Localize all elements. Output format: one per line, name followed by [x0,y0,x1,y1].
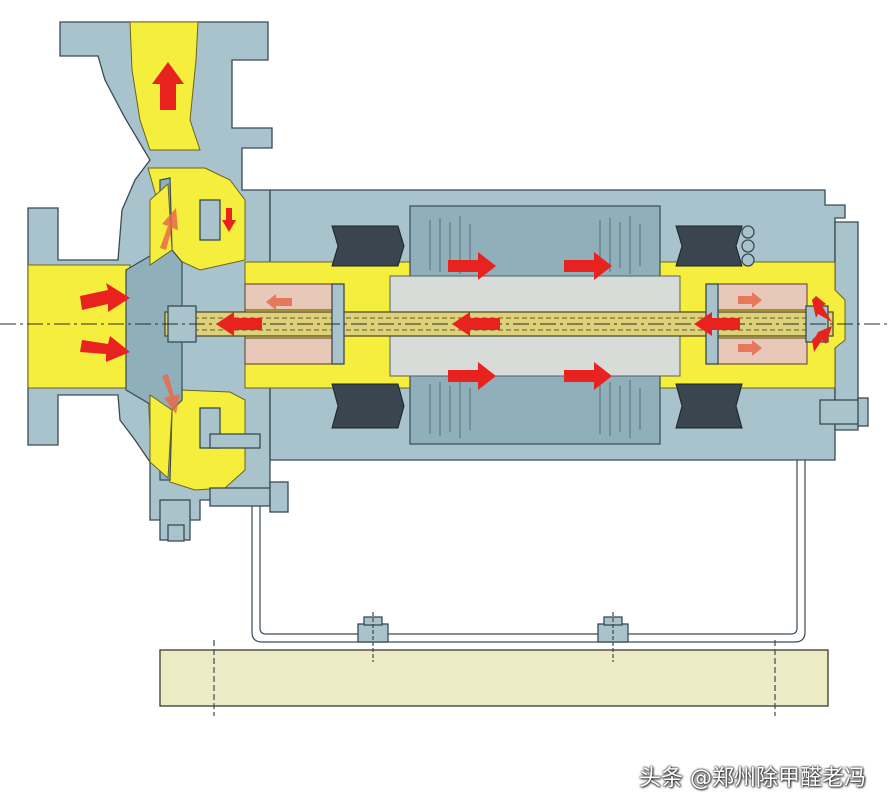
arrow-icon [448,252,496,280]
base-bolt-right [597,612,629,662]
pump-casing [27,21,289,542]
arrow-icon [812,296,832,322]
arrow-icon [738,340,762,356]
watermark: 头条 @郑州除甲醛老冯 [639,766,866,791]
arrow-icon [564,252,612,280]
arrow-icon [694,312,740,336]
arrow-icon [160,208,178,250]
arrow-icon [80,336,130,362]
arrow-icon [266,294,292,310]
support-frame [251,450,806,643]
arrow-icon [152,62,184,110]
arrow-icon [216,312,262,336]
base-bolt-left [357,612,389,662]
arrow-icon [80,283,130,312]
arrow-icon [448,362,496,390]
flow-arrows [80,62,832,414]
arrow-icon [452,312,500,336]
arrow-icon [564,362,612,390]
arrow-icon [738,292,762,308]
arrow-icon [812,326,832,352]
base-plate [159,649,829,707]
arrow-icon [222,208,236,232]
arrow-icon [162,374,180,414]
